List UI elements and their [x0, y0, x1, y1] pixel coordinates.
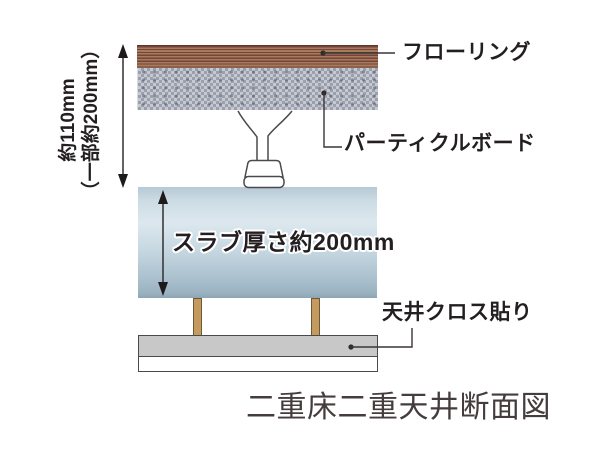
floor-height-dimension-label: 約110mm （一部約200mm）: [57, 20, 103, 220]
flooring-layer: [137, 45, 378, 68]
particle-board-label: パーティクルボード: [344, 132, 536, 155]
floor-height-arrow: [118, 44, 128, 188]
floor-support-leg-icon: [237, 110, 293, 189]
diagram-title: 二重床二重天井断面図: [246, 391, 551, 424]
floor-height-dimension-line1: 約110mm: [58, 78, 79, 162]
ceiling-board: [138, 335, 378, 357]
floor-height-dimension-line2: （一部約200mm）: [81, 39, 102, 201]
flooring-label: フローリング: [402, 41, 531, 64]
concrete-slab: [138, 187, 377, 298]
ceiling-hanger-post-right: [311, 298, 320, 336]
ceiling-hanger-post-left: [193, 298, 202, 336]
particle-board-layer: [137, 68, 378, 110]
slab-thickness-label: スラブ厚さ約200mm: [172, 229, 395, 255]
ceiling-cloth-label: 天井クロス貼り: [382, 301, 533, 324]
ceiling-cloth-layer: [138, 356, 378, 372]
